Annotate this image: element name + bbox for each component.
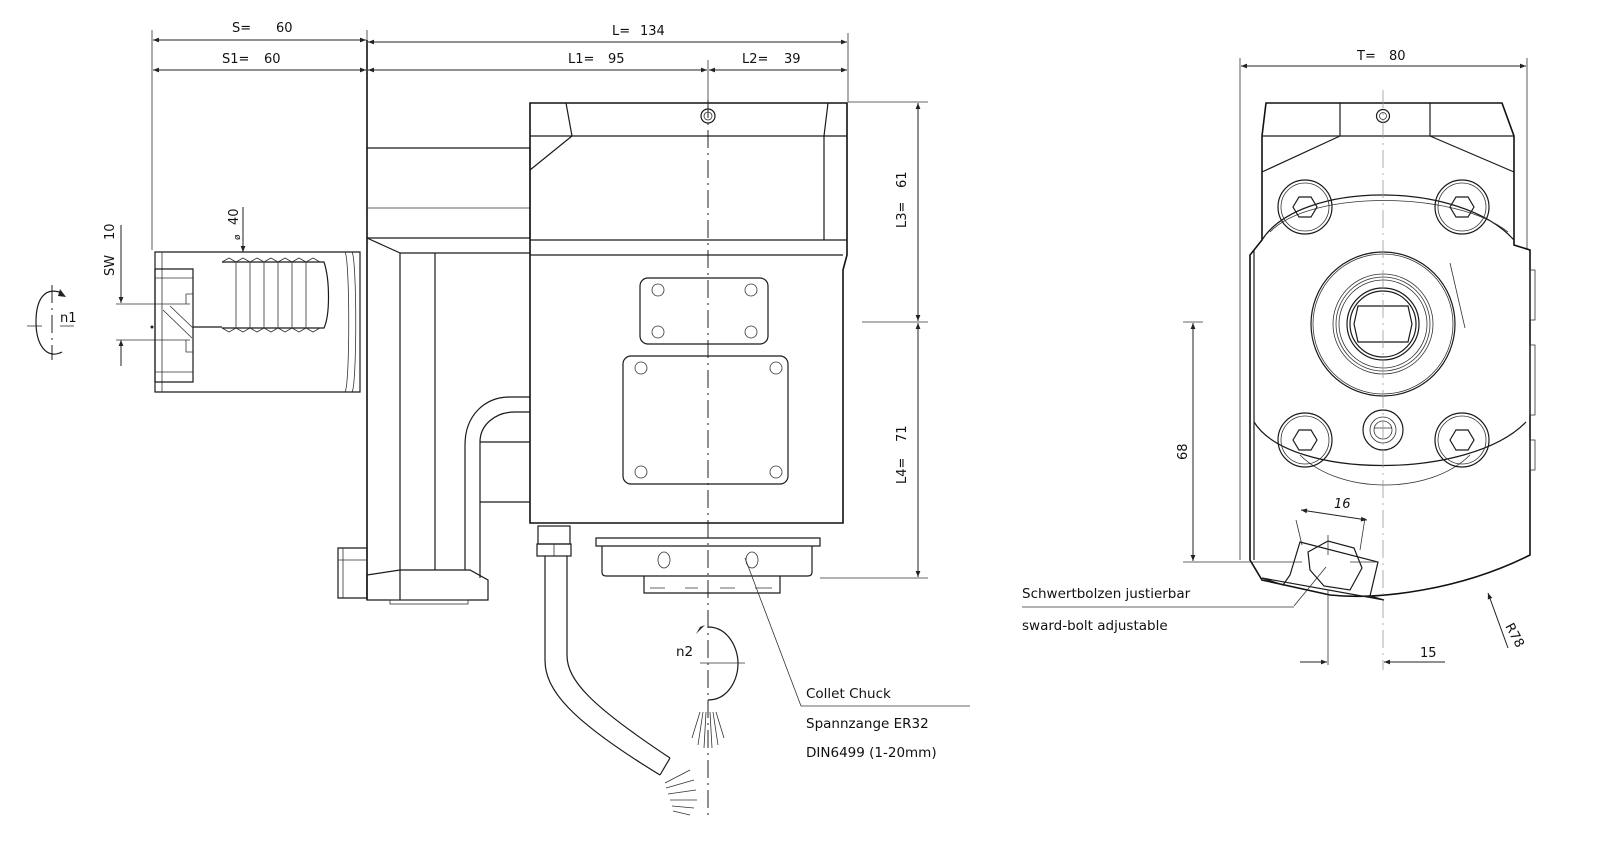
coolant-spray-icon-2 bbox=[691, 711, 725, 749]
callout-sword-bolt: Schwertbolzen justierbar sward-bolt adju… bbox=[1022, 566, 1327, 634]
dim-s1-label: S1= bbox=[222, 52, 249, 67]
dim-t-label: T= bbox=[1356, 49, 1376, 64]
dim-15-value: 15 bbox=[1420, 646, 1437, 661]
dimension-l3: L3= 61 bbox=[848, 101, 928, 323]
n1-label: n1 bbox=[60, 311, 77, 326]
coolant-cable bbox=[544, 556, 697, 816]
sword-bolt bbox=[1261, 535, 1385, 665]
callout-collet-line3: DIN6499 (1-20mm) bbox=[806, 745, 937, 761]
dim-l3-value: 61 bbox=[895, 171, 910, 188]
dim-l4-value: 71 bbox=[895, 425, 910, 442]
callout-collet-line2: Spannzange ER32 bbox=[806, 716, 929, 732]
front-view: T= 80 bbox=[1022, 49, 1536, 670]
dim-l2-value: 39 bbox=[784, 52, 801, 67]
dim-l1-label: L1= bbox=[568, 52, 594, 67]
collet-chuck bbox=[536, 525, 821, 594]
coolant-spray-icon bbox=[664, 769, 697, 816]
dim-l-value: 134 bbox=[640, 24, 665, 39]
hex-bolt-icon bbox=[1277, 179, 1333, 235]
dimension-l2: L2= 39 bbox=[709, 52, 847, 73]
dim-s-value: 60 bbox=[276, 21, 293, 36]
dim-l1-value: 95 bbox=[608, 52, 625, 67]
dim-diameter-symbol: ø bbox=[233, 234, 243, 240]
dimension-r78: R78 bbox=[1487, 592, 1527, 651]
intermediate-housing bbox=[337, 40, 531, 605]
dimension-l: L= 134 bbox=[368, 24, 849, 102]
rotation-symbol-n2: n2 bbox=[676, 625, 745, 749]
dim-diameter-value: 40 bbox=[227, 208, 242, 225]
callout-bolt-line1: Schwertbolzen justierbar bbox=[1022, 586, 1191, 602]
dim-16-value: 16 bbox=[1334, 497, 1351, 512]
dimension-15: 15 bbox=[1300, 646, 1445, 665]
dimension-s: S= 60 bbox=[151, 21, 368, 250]
spindle-shank bbox=[150, 251, 361, 393]
dim-l4-label: L4= bbox=[895, 458, 910, 484]
dimension-s1: S1= 60 bbox=[153, 52, 366, 73]
dim-sw-label: SW bbox=[103, 255, 118, 276]
callout-bolt-line2: sward-bolt adjustable bbox=[1022, 618, 1168, 634]
dim-l2-label: L2= bbox=[742, 52, 768, 67]
dimension-sw: SW 10 bbox=[103, 223, 190, 366]
side-view: S= 60 S1= 60 L= 134 L1= 95 L2= 39 bbox=[27, 21, 970, 820]
dim-l3-label: L3= bbox=[895, 202, 910, 228]
dimension-l4: L4= 71 bbox=[820, 323, 928, 579]
callout-collet-line1: Collet Chuck bbox=[806, 686, 891, 702]
dimension-68: 68 bbox=[1176, 321, 1280, 563]
callout-collet-chuck: Collet Chuck Spannzange ER32 DIN6499 (1-… bbox=[744, 557, 970, 761]
dimension-l1: L1= 95 bbox=[368, 52, 709, 100]
dim-r78-value: R78 bbox=[1501, 621, 1526, 651]
hex-bolt-icon bbox=[1434, 412, 1490, 468]
front-body bbox=[1249, 90, 1536, 670]
dim-t-value: 80 bbox=[1389, 49, 1406, 64]
dimension-t: T= 80 bbox=[1239, 49, 1528, 560]
dim-l-label: L= bbox=[612, 24, 630, 39]
dim-68-value: 68 bbox=[1176, 443, 1191, 460]
hex-bolt-icon bbox=[1277, 412, 1333, 468]
n2-label: n2 bbox=[676, 644, 693, 660]
rotation-symbol-n1: n1 bbox=[27, 285, 77, 360]
main-housing bbox=[529, 100, 848, 820]
dimension-diameter: ø 40 bbox=[227, 207, 246, 252]
dim-s1-value: 60 bbox=[264, 52, 281, 67]
dim-s-label: S= bbox=[232, 21, 251, 36]
hex-bolt-icon bbox=[1434, 179, 1490, 235]
dimension-16: 16 bbox=[1295, 497, 1368, 551]
dim-sw-value: 10 bbox=[103, 223, 118, 240]
